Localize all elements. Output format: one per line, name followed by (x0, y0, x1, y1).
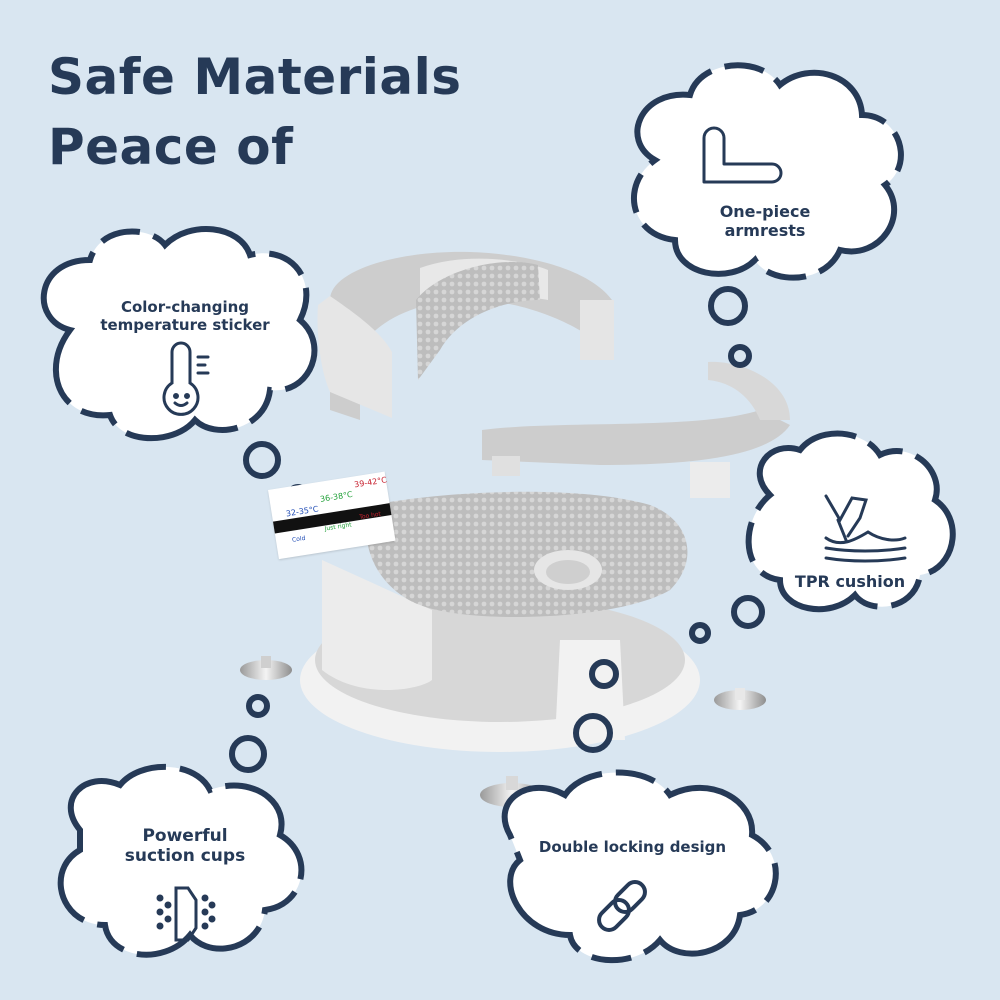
bubble-temperature (40, 226, 318, 442)
suction-cup-left (240, 656, 292, 680)
suction-label-line-1: Powerful (142, 826, 228, 846)
suction-cup-right (714, 688, 766, 710)
bubble-trail-armrests (708, 286, 752, 368)
headline-line-2: Peace of (48, 118, 294, 176)
seat-backrest (317, 251, 614, 420)
bubble-cushion (745, 430, 956, 613)
bubble-suction (57, 763, 305, 958)
sticker-note-low: Cold (291, 534, 306, 544)
sticker-range-mid: 36-38°C (319, 489, 354, 504)
suction-cup-icon (156, 886, 216, 942)
bubble-trail-suction (229, 694, 270, 773)
bubble-trail-locking (573, 659, 619, 753)
bubble-trail-cushion (689, 595, 765, 644)
suction-label: Powerful suction cups (90, 826, 280, 867)
thermometer-smile-icon (162, 341, 210, 416)
seat-armrest (482, 361, 790, 498)
temperature-label: Color-changing temperature sticker (70, 298, 300, 334)
chain-link-icon (597, 880, 647, 932)
cushion-label: TPR cushion (794, 572, 906, 591)
locking-label: Double locking design (538, 838, 727, 856)
armrest-icon (702, 126, 783, 184)
hand-press-cushion-icon (824, 494, 907, 563)
bubble-locking (501, 769, 779, 963)
suction-label-line-2: suction cups (124, 846, 246, 867)
headline-line-1: Safe Materials (48, 48, 462, 106)
armrests-label: One-piece armrests (665, 202, 865, 240)
armrests-label-line-1: One-piece (719, 202, 811, 221)
temperature-label-line-1: Color-changing (120, 298, 250, 316)
bubble-armrests (630, 62, 904, 281)
armrests-label-line-2: armrests (724, 221, 806, 241)
sticker-range-high: 39-42°C (353, 475, 388, 490)
temperature-label-line-2: temperature sticker (100, 316, 270, 334)
